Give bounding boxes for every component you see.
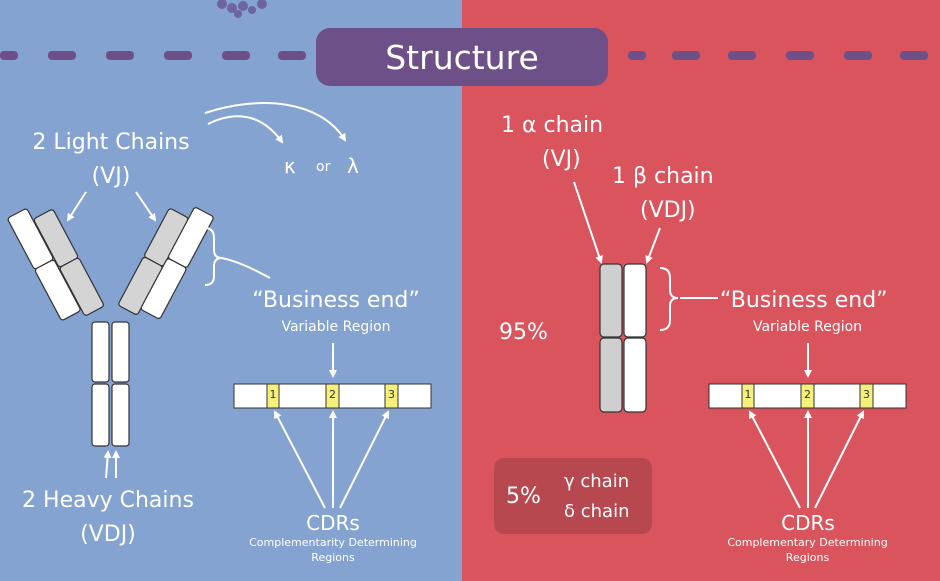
delta-chain-label: δ chain (564, 501, 630, 522)
percent-alpha-beta: 95% (499, 320, 548, 345)
business-end-label-right: “Business end” (720, 288, 888, 313)
cdr3-label-right: 3 (863, 388, 870, 401)
protein-fragment-icon (217, 0, 267, 18)
beta-segments-label: (VDJ) (640, 198, 696, 223)
kappa-label: κ (284, 154, 296, 178)
page-title: Structure (316, 28, 608, 86)
cdr2-label-right: 2 (804, 388, 811, 401)
arrow-light-right (135, 191, 157, 222)
percent-gamma-delta: 5% (506, 484, 541, 509)
arrow-cdr1-left (274, 410, 326, 509)
alpha-segments-label: (VJ) (542, 147, 581, 172)
cdr-bar-left (233, 383, 432, 409)
brace-line-left (221, 257, 271, 279)
cdrs-full-label-right: Complementary Determining (727, 536, 888, 549)
beta-chain-label: 1 β chain (612, 164, 714, 189)
dashed-divider (0, 51, 928, 60)
cdrs-label-right: CDRs (781, 511, 835, 535)
arrow-light-left (66, 191, 87, 222)
arrow-beta (645, 227, 661, 264)
lambda-label: λ (347, 154, 359, 178)
cdrs-full-label-left-2: Regions (311, 551, 355, 564)
cdr3-label-left: 3 (388, 388, 395, 401)
tcr-icon (599, 263, 647, 413)
heavy-segments-label: (VDJ) (80, 522, 136, 547)
cdr-bar-right (708, 383, 907, 409)
business-end-label-left: “Business end” (252, 288, 420, 313)
cdrs-full-label-right-2: Regions (785, 551, 830, 564)
cdrs-label-left: CDRs (306, 511, 360, 535)
arrow-heavy-1 (103, 450, 112, 479)
cdr1-label-right: 1 (744, 388, 752, 401)
arrow-cdr3-right (814, 410, 864, 509)
brace-right (659, 267, 679, 331)
variable-region-label-right: Variable Region (752, 319, 863, 335)
arrow-to-kappa (207, 115, 284, 144)
light-segments-label: (VJ) (91, 164, 131, 189)
gamma-delta-box (494, 458, 652, 534)
arrow-to-lambda (204, 102, 347, 142)
arrow-cdr3-left (339, 410, 389, 509)
arrow-alpha (573, 181, 603, 264)
or-label: or (316, 159, 331, 175)
brace-left (204, 227, 223, 286)
cdr2-label-left: 2 (329, 388, 336, 401)
alpha-chain-label: 1 α chain (501, 113, 604, 138)
heavy-chains-label: 2 Heavy Chains (22, 488, 194, 513)
gamma-chain-label: γ chain (564, 471, 630, 492)
arrow-cdr1-right (749, 410, 801, 509)
cdrs-full-label-left: Complementarity Determining (249, 536, 417, 549)
antibody-icon (7, 207, 214, 447)
cdr1-label-left: 1 (269, 388, 277, 401)
light-chains-label: 2 Light Chains (32, 130, 190, 155)
variable-region-label-left: Variable Region (281, 319, 391, 335)
